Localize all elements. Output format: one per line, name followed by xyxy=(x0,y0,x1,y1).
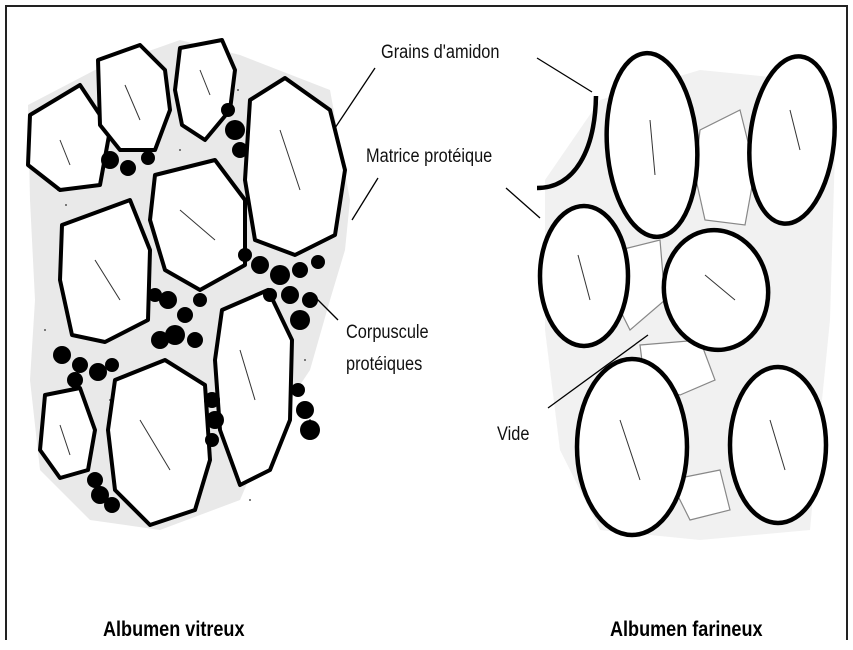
starch-grain xyxy=(577,359,687,535)
caption-albumen-farineux: Albumen farineux xyxy=(610,618,763,642)
vitreous-albumen-drawing xyxy=(28,40,350,530)
starch-grain xyxy=(108,360,210,525)
label-proteiques: protéiques xyxy=(346,354,422,376)
starch-grain xyxy=(40,388,95,478)
starch-grain xyxy=(60,200,150,342)
leader-matrice-right xyxy=(506,188,540,218)
leader-grains-left xyxy=(335,68,375,128)
label-grains-amidon: Grains d'amidon xyxy=(381,42,499,64)
label-vide: Vide xyxy=(497,424,529,446)
leader-grains-right xyxy=(537,58,592,92)
label-corpuscule: Corpuscule xyxy=(346,322,429,344)
label-matrice-proteique: Matrice protéique xyxy=(366,146,492,168)
leader-matrice-left xyxy=(352,178,378,220)
floury-albumen-drawing xyxy=(537,50,843,540)
caption-albumen-vitreux: Albumen vitreux xyxy=(103,618,245,642)
